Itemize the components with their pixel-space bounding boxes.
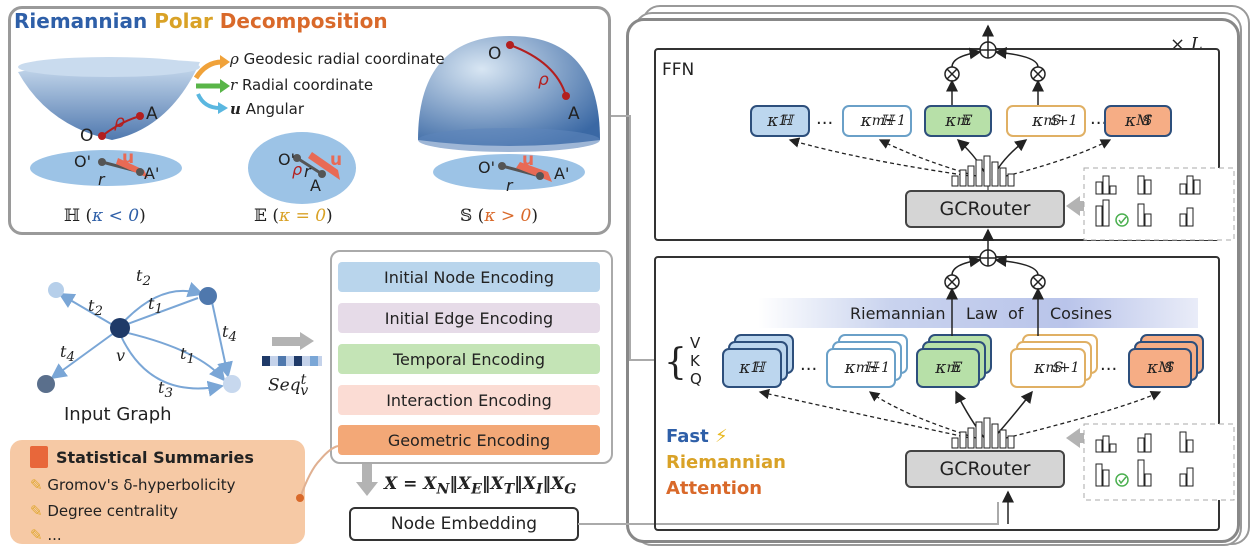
label-u-hyp: u (122, 148, 135, 168)
edge-label: t2 (136, 266, 151, 290)
input-graph-label: Input Graph (64, 404, 172, 425)
stat-item: ✎ ... (30, 526, 62, 544)
encoding-geometric: Geometric Encoding (338, 425, 600, 455)
panel-connectors (611, 115, 655, 361)
curvature-hyperbolic: ℍ (κ < 0) (64, 206, 146, 226)
label-Op-hyp: O' (74, 152, 91, 171)
ellipsis: ... (1100, 354, 1118, 375)
graph-node (223, 375, 241, 393)
edge-label: t4 (222, 322, 237, 346)
pencil-icon: ✎ (30, 476, 43, 494)
legend-geodesic: ρ Geodesic radial coordinate (230, 50, 445, 68)
encoding-temporal: Temporal Encoding (338, 344, 600, 374)
label-Ap-sph: A' (554, 164, 570, 183)
graph-node-v (110, 318, 130, 338)
pencil-icon: ✎ (30, 526, 43, 544)
input-graph (37, 281, 241, 397)
label-u-euc: u (330, 150, 343, 170)
label-Op-euc: O' (278, 150, 295, 169)
encoding-interaction: Interaction Encoding (338, 385, 600, 415)
attention-block (654, 256, 1220, 531)
curvature-euclidean: 𝔼 (κ = 0) (254, 206, 333, 226)
legend-radial: r Radial coordinate (230, 76, 374, 94)
label-u-sph: u (522, 150, 535, 170)
book-icon (30, 446, 48, 468)
rpd-illustrations (18, 36, 600, 204)
stat-item: ✎ Gromov's δ-hyperbolicity (30, 476, 236, 494)
label-A-sph: A (568, 104, 580, 124)
stat-item: ✎ Degree centrality (30, 502, 179, 520)
rpd-title: Riemannian Polar Decomposition (14, 9, 388, 33)
label-rho-sph: ρ (538, 70, 549, 90)
label-O-hyp: O (80, 126, 94, 146)
label-O-sph: O (488, 44, 502, 64)
node-embedding-box: Node Embedding (349, 507, 579, 541)
attn-gcrouter: GCRouter (905, 450, 1065, 488)
lightning-icon: ⚡ (715, 426, 728, 447)
down-arrow (356, 464, 378, 496)
graph-node (199, 287, 217, 305)
formula: X = XN‖XE‖XT‖XI‖XG (384, 474, 577, 498)
label-Ap-hyp: A' (144, 164, 160, 183)
edge-label: t1 (148, 294, 163, 318)
vkq-labels: V K Q (690, 334, 702, 388)
spherical-dome (418, 36, 600, 190)
edge-label: t1 (180, 344, 195, 368)
encoding-edge: Initial Edge Encoding (338, 303, 600, 333)
vkq-brace: { (664, 342, 687, 383)
label-rho-hyp: ρ (114, 112, 125, 132)
seq-arrow (262, 332, 322, 366)
ffn-label: FFN (662, 60, 695, 80)
legend-arrows (193, 55, 230, 114)
euclidean-disk (248, 132, 356, 204)
label-A-hyp: A (146, 104, 158, 124)
encoding-node: Initial Node Encoding (338, 262, 600, 292)
transformer-wiring (758, 24, 1235, 524)
node-label-v: v (116, 346, 126, 365)
fra-attention: Attention (666, 478, 763, 499)
label-r-sph: r (506, 176, 513, 195)
seq-label: Seqtv (268, 372, 309, 400)
check-icon (1115, 213, 1129, 487)
ellipsis: ... (816, 108, 834, 129)
curvature-spherical: 𝕊 (κ > 0) (460, 206, 538, 226)
legend-angular: u Angular (230, 100, 305, 118)
label-Op-sph: O' (478, 158, 495, 177)
ellipsis: ... (800, 354, 818, 375)
label-r-euc: r (304, 162, 311, 181)
stat-title: Statistical Summaries (56, 448, 254, 467)
edge-label: t3 (158, 378, 173, 402)
hyperbolic-surface (18, 57, 200, 186)
stat-connector (296, 445, 339, 502)
label-r-hyp: r (98, 170, 105, 189)
stat-summaries-box (10, 440, 305, 544)
fra-riemannian: Riemannian (666, 452, 786, 473)
embedding-connector (578, 502, 999, 525)
label-rho-euc: ρ (292, 160, 303, 179)
ellipsis: ... (1090, 108, 1108, 129)
ffn-gcrouter: GCRouter (905, 190, 1065, 228)
edge-label: t2 (88, 296, 103, 320)
graph-node (37, 375, 55, 393)
edge-label: t4 (60, 342, 75, 366)
graph-node (48, 282, 64, 298)
pencil-icon: ✎ (30, 502, 43, 520)
law-of-cosines-band: Riemannian Law of Cosines (758, 298, 1198, 328)
label-A-euc: A (310, 176, 321, 195)
ffn-block (654, 48, 1220, 241)
fra-fast: Fast ⚡ (666, 426, 728, 447)
